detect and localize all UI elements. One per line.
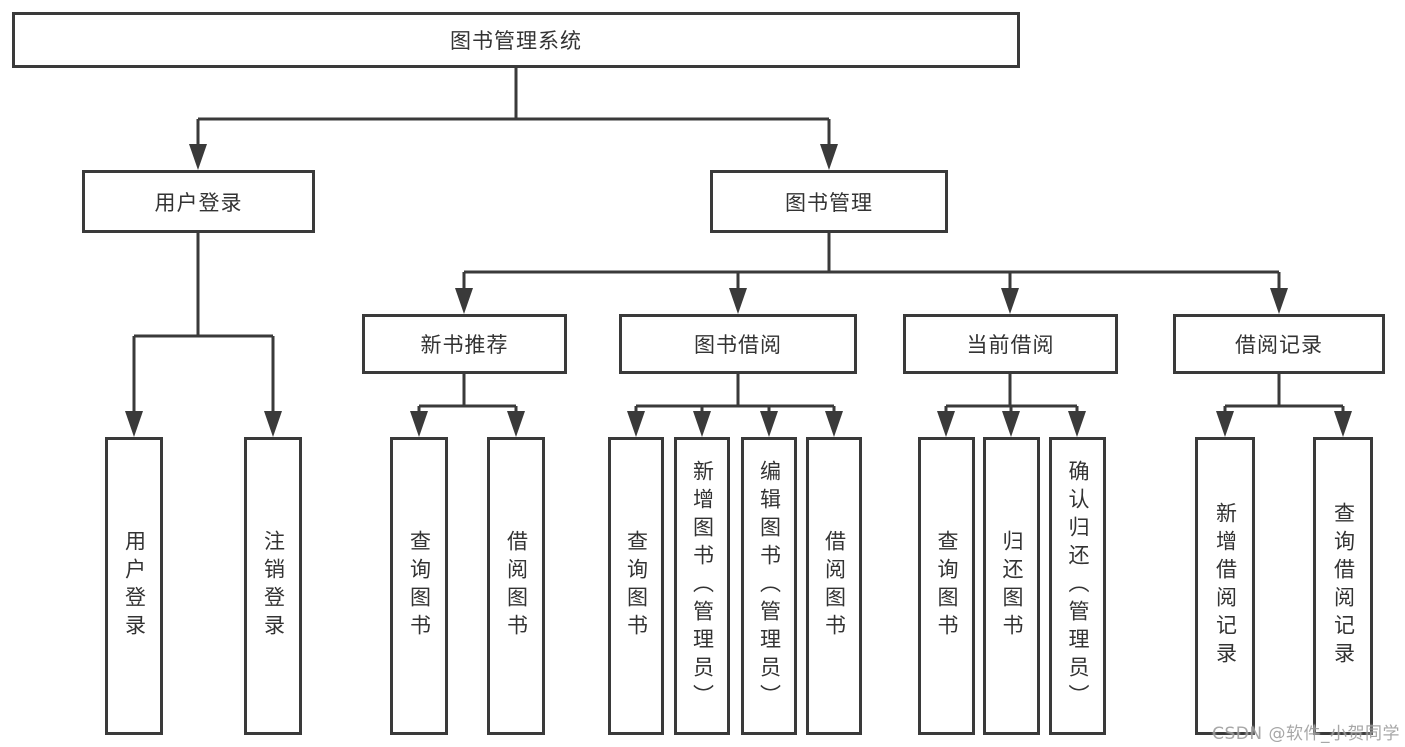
- leaf-query-books-current: 查询图书: [918, 437, 975, 735]
- arrowhead: [820, 144, 838, 170]
- arrowhead: [1270, 288, 1288, 314]
- connector-new-book-recommend-to-leaves: [410, 374, 525, 437]
- node-label: 用户登录: [154, 190, 243, 215]
- node-label: 当前借阅: [966, 333, 1055, 357]
- leaf-borrow-books: 借阅图书: [806, 437, 862, 735]
- leaf-return-book: 归还图书: [983, 437, 1040, 735]
- arrowhead: [1216, 411, 1234, 437]
- leaf-logout: 注销登录: [244, 437, 302, 735]
- node-book-borrow: 图书借阅: [619, 314, 857, 374]
- arrowhead: [1068, 411, 1086, 437]
- node-label: 新书推荐: [420, 333, 509, 357]
- leaf-edit-book-admin: 编辑图书（管理员）: [741, 437, 797, 735]
- connector-book-borrow-to-leaves: [627, 374, 843, 437]
- node-label: 注销登录: [261, 530, 286, 642]
- node-label: 归还图书: [1000, 530, 1024, 642]
- arrowhead: [627, 411, 645, 437]
- arrowhead: [693, 411, 711, 437]
- leaf-user-login: 用户登录: [105, 437, 163, 735]
- arrowhead: [507, 411, 525, 437]
- connector-current-borrow-to-leaves: [937, 374, 1086, 437]
- arrowhead: [760, 411, 778, 437]
- node-label: 用户登录: [122, 530, 147, 642]
- arrowhead: [410, 411, 428, 437]
- leaf-query-books-recommend: 查询图书: [390, 437, 448, 735]
- arrowhead: [1334, 411, 1352, 437]
- node-label: 确认归还（管理员）: [1066, 460, 1090, 712]
- node-label: 查询图书: [935, 530, 959, 642]
- arrowhead: [455, 288, 473, 314]
- node-label: 查询图书: [407, 530, 432, 642]
- leaf-borrow-books-recommend: 借阅图书: [487, 437, 545, 735]
- leaf-query-borrow-record: 查询借阅记录: [1313, 437, 1373, 735]
- arrowhead: [1001, 288, 1019, 314]
- arrowhead: [189, 144, 207, 170]
- node-label: 图书管理系统: [450, 29, 582, 53]
- leaf-query-books-borrow: 查询图书: [608, 437, 664, 735]
- node-label: 新增借阅记录: [1213, 502, 1238, 670]
- node-current-borrow: 当前借阅: [903, 314, 1118, 374]
- arrowhead: [937, 411, 955, 437]
- arrowhead: [1002, 411, 1020, 437]
- node-label: 借阅图书: [822, 530, 847, 642]
- leaf-confirm-return-admin: 确认归还（管理员）: [1049, 437, 1106, 735]
- connector-user-login-to-leaves: [125, 233, 282, 437]
- node-label: 借阅记录: [1235, 333, 1323, 357]
- node-user-login: 用户登录: [82, 170, 315, 233]
- node-new-book-recommend: 新书推荐: [362, 314, 567, 374]
- arrowhead: [264, 411, 282, 437]
- node-borrow-records: 借阅记录: [1173, 314, 1385, 374]
- arrowhead: [825, 411, 843, 437]
- arrowhead: [125, 411, 143, 437]
- leaf-add-book-admin: 新增图书（管理员）: [674, 437, 730, 735]
- node-label: 查询图书: [624, 530, 649, 642]
- connector-root-to-level2: [189, 68, 838, 170]
- connector-borrow-records-to-leaves: [1216, 374, 1352, 437]
- node-label: 查询借阅记录: [1331, 502, 1356, 670]
- node-label: 新增图书（管理员）: [690, 460, 715, 712]
- node-label: 借阅图书: [504, 530, 529, 642]
- node-label: 图书借阅: [694, 333, 782, 357]
- node-book-management: 图书管理: [710, 170, 948, 233]
- node-root: 图书管理系统: [12, 12, 1020, 68]
- leaf-add-borrow-record: 新增借阅记录: [1195, 437, 1255, 735]
- node-label: 编辑图书（管理员）: [757, 460, 782, 712]
- connector-book-management-to-level3: [455, 233, 1288, 314]
- arrowhead: [729, 288, 747, 314]
- node-label: 图书管理: [785, 190, 873, 215]
